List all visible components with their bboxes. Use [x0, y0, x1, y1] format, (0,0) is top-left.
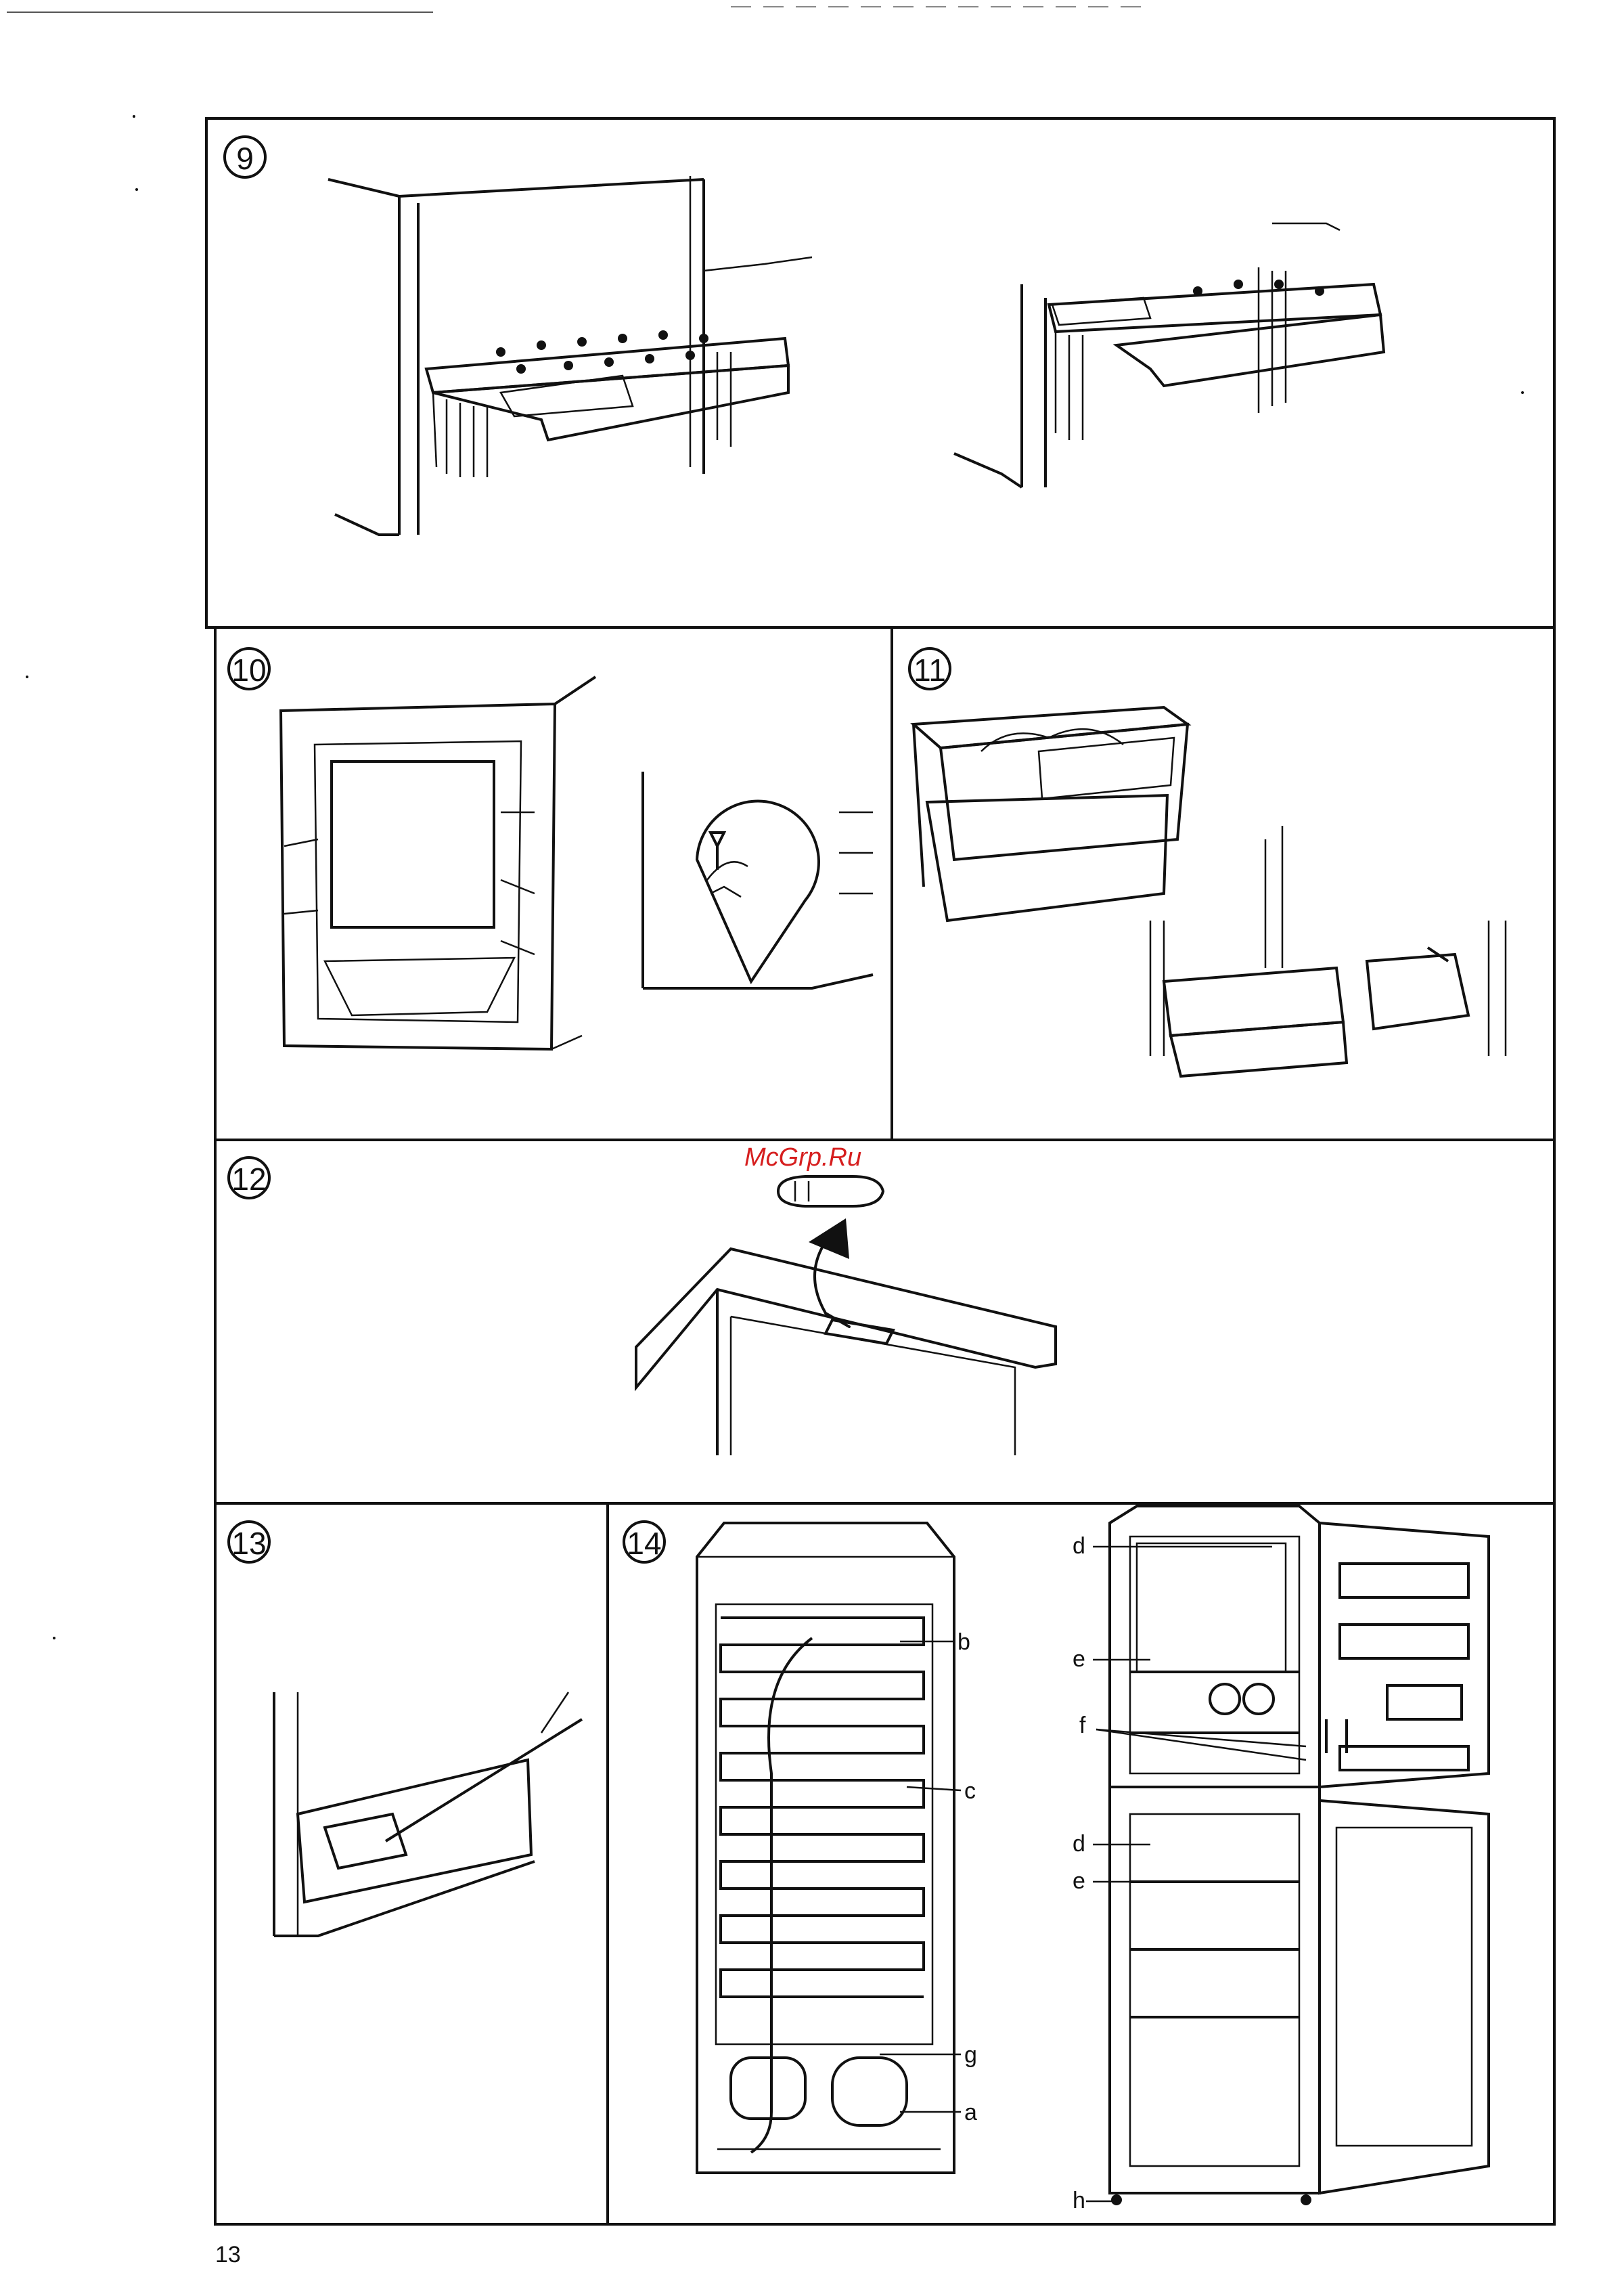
figure-11: 11: [909, 648, 1506, 1076]
fridge-front-open-illustration: [1110, 1506, 1489, 2205]
vegetable-drawer-illustration: [914, 707, 1188, 921]
callout-label: b: [958, 1629, 970, 1655]
figure-number: 13: [231, 1526, 266, 1561]
fridge-back-callouts: b c g a: [880, 1629, 977, 2125]
callout-label: e: [1073, 1646, 1085, 1672]
open-freezer-defrost-illustration: [281, 677, 595, 1049]
drain-channel-cleaning-illustration: [274, 1692, 582, 1936]
callout-label: d: [1073, 1533, 1085, 1559]
figure-14: 14 b c g a: [624, 1506, 1489, 2213]
panel-frames: [206, 118, 1554, 2224]
fridge-back-illustration: [697, 1523, 954, 2173]
scan-specks: [26, 115, 1524, 1639]
drain-plug-detail-illustration: [643, 772, 873, 988]
figure-number: 11: [914, 653, 946, 688]
figure-number: 10: [231, 653, 266, 688]
watermark: McGrp.Ru: [744, 1143, 861, 1172]
figure-number: 14: [627, 1526, 661, 1561]
figure-number: 9: [236, 141, 254, 176]
figure-9: 9: [225, 137, 1384, 535]
callout-label: f: [1079, 1713, 1086, 1738]
figure-13: 13: [229, 1522, 582, 1936]
callout-label: e: [1073, 1868, 1085, 1894]
drawer-rail-illustration: [1150, 826, 1506, 1076]
figure-number: 12: [231, 1162, 266, 1197]
callout-label: h: [1073, 2188, 1085, 2213]
bulb-replacement-illustration: [636, 1176, 1056, 1455]
callout-label: d: [1073, 1831, 1085, 1857]
figure-12: 12 McGrp.Ru: [229, 1143, 1056, 1455]
fridge-front-callouts: d e f d e h: [1073, 1533, 1306, 2213]
fridge-tray-pulled-illustration: [328, 176, 812, 535]
callout-label: c: [964, 1778, 976, 1804]
figure-10: 10: [229, 648, 873, 1049]
callout-label: a: [964, 2100, 977, 2125]
scan-marks: [7, 7, 1150, 12]
page-number: 13: [215, 2242, 241, 2268]
callout-label: g: [964, 2042, 977, 2068]
fridge-tray-alt-illustration: [954, 223, 1384, 487]
